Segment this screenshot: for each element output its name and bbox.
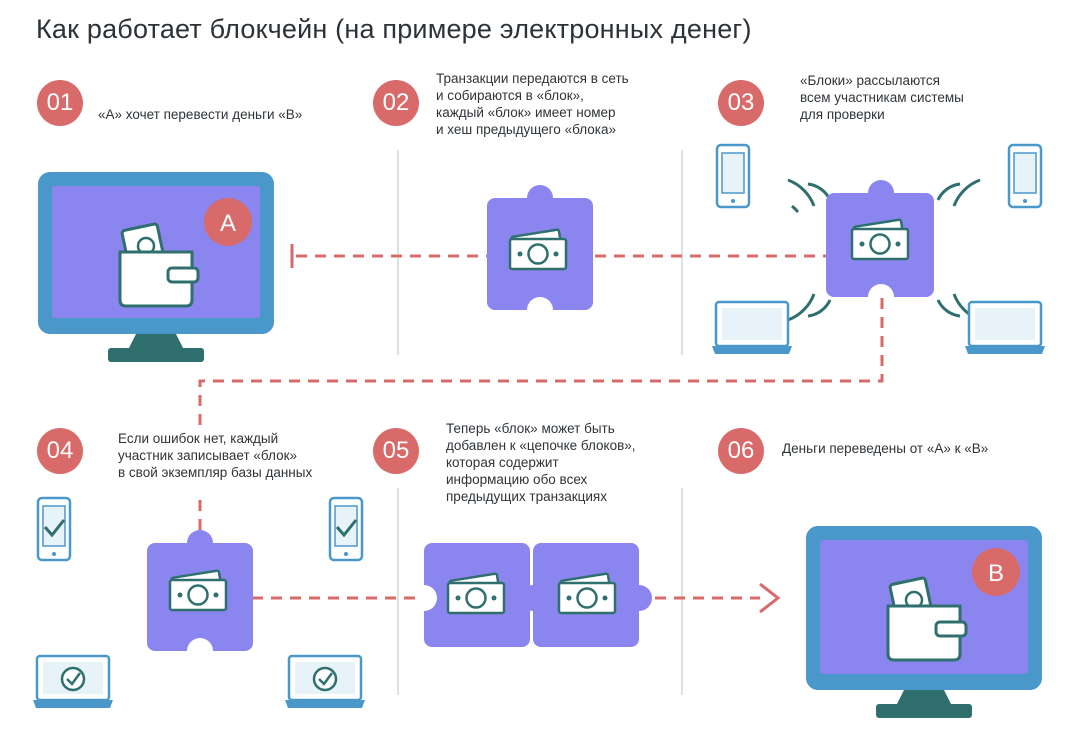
smartphone-icon <box>36 496 72 562</box>
receiver-badge <box>972 548 1020 596</box>
step-number: 05 <box>373 428 419 474</box>
banknote-icon <box>446 572 506 615</box>
step-description: Транзакции передаются в сеть и собираютс… <box>436 71 629 137</box>
banknote-icon <box>850 218 910 261</box>
laptop-icon <box>963 300 1047 356</box>
step-description: «А» хочет перевести деньги «В» <box>98 107 303 122</box>
checkmark-icon <box>43 519 66 538</box>
step-number: 01 <box>37 80 83 126</box>
step-number: 02 <box>373 80 419 126</box>
step-number: 04 <box>37 428 83 474</box>
check-circle <box>60 666 86 692</box>
smartphone-icon <box>715 143 751 209</box>
checkmark-icon <box>318 672 334 686</box>
step-description: Если ошибок нет, каждый участник записыв… <box>118 431 313 480</box>
step-number: 06 <box>718 428 764 474</box>
receiver-label: B <box>988 560 1004 587</box>
laptop-icon <box>710 300 794 356</box>
step-description: «Блоки» рассылаются всем участникам сист… <box>800 73 964 122</box>
checkmark-icon <box>335 519 358 538</box>
smartphone-icon <box>1007 143 1043 209</box>
page-title: Как работает блокчейн (на примере электр… <box>36 14 752 44</box>
step-description: Теперь «блок» может быть добавлен к «цеп… <box>446 421 636 504</box>
banknote-icon <box>508 228 568 271</box>
checkmark-icon <box>66 672 82 686</box>
arrow-right-icon <box>759 582 781 614</box>
banknote-icon <box>168 569 228 612</box>
flow-connector <box>198 254 884 600</box>
smartphone-icon <box>328 496 364 562</box>
sender-badge <box>204 198 252 246</box>
sender-label: A <box>220 210 236 237</box>
signal-waves-icon <box>787 178 981 322</box>
banknote-icon <box>557 572 617 615</box>
check-circle <box>312 666 338 692</box>
step-number: 03 <box>718 80 764 126</box>
step-description: Деньги переведены от «А» к «В» <box>782 441 989 456</box>
